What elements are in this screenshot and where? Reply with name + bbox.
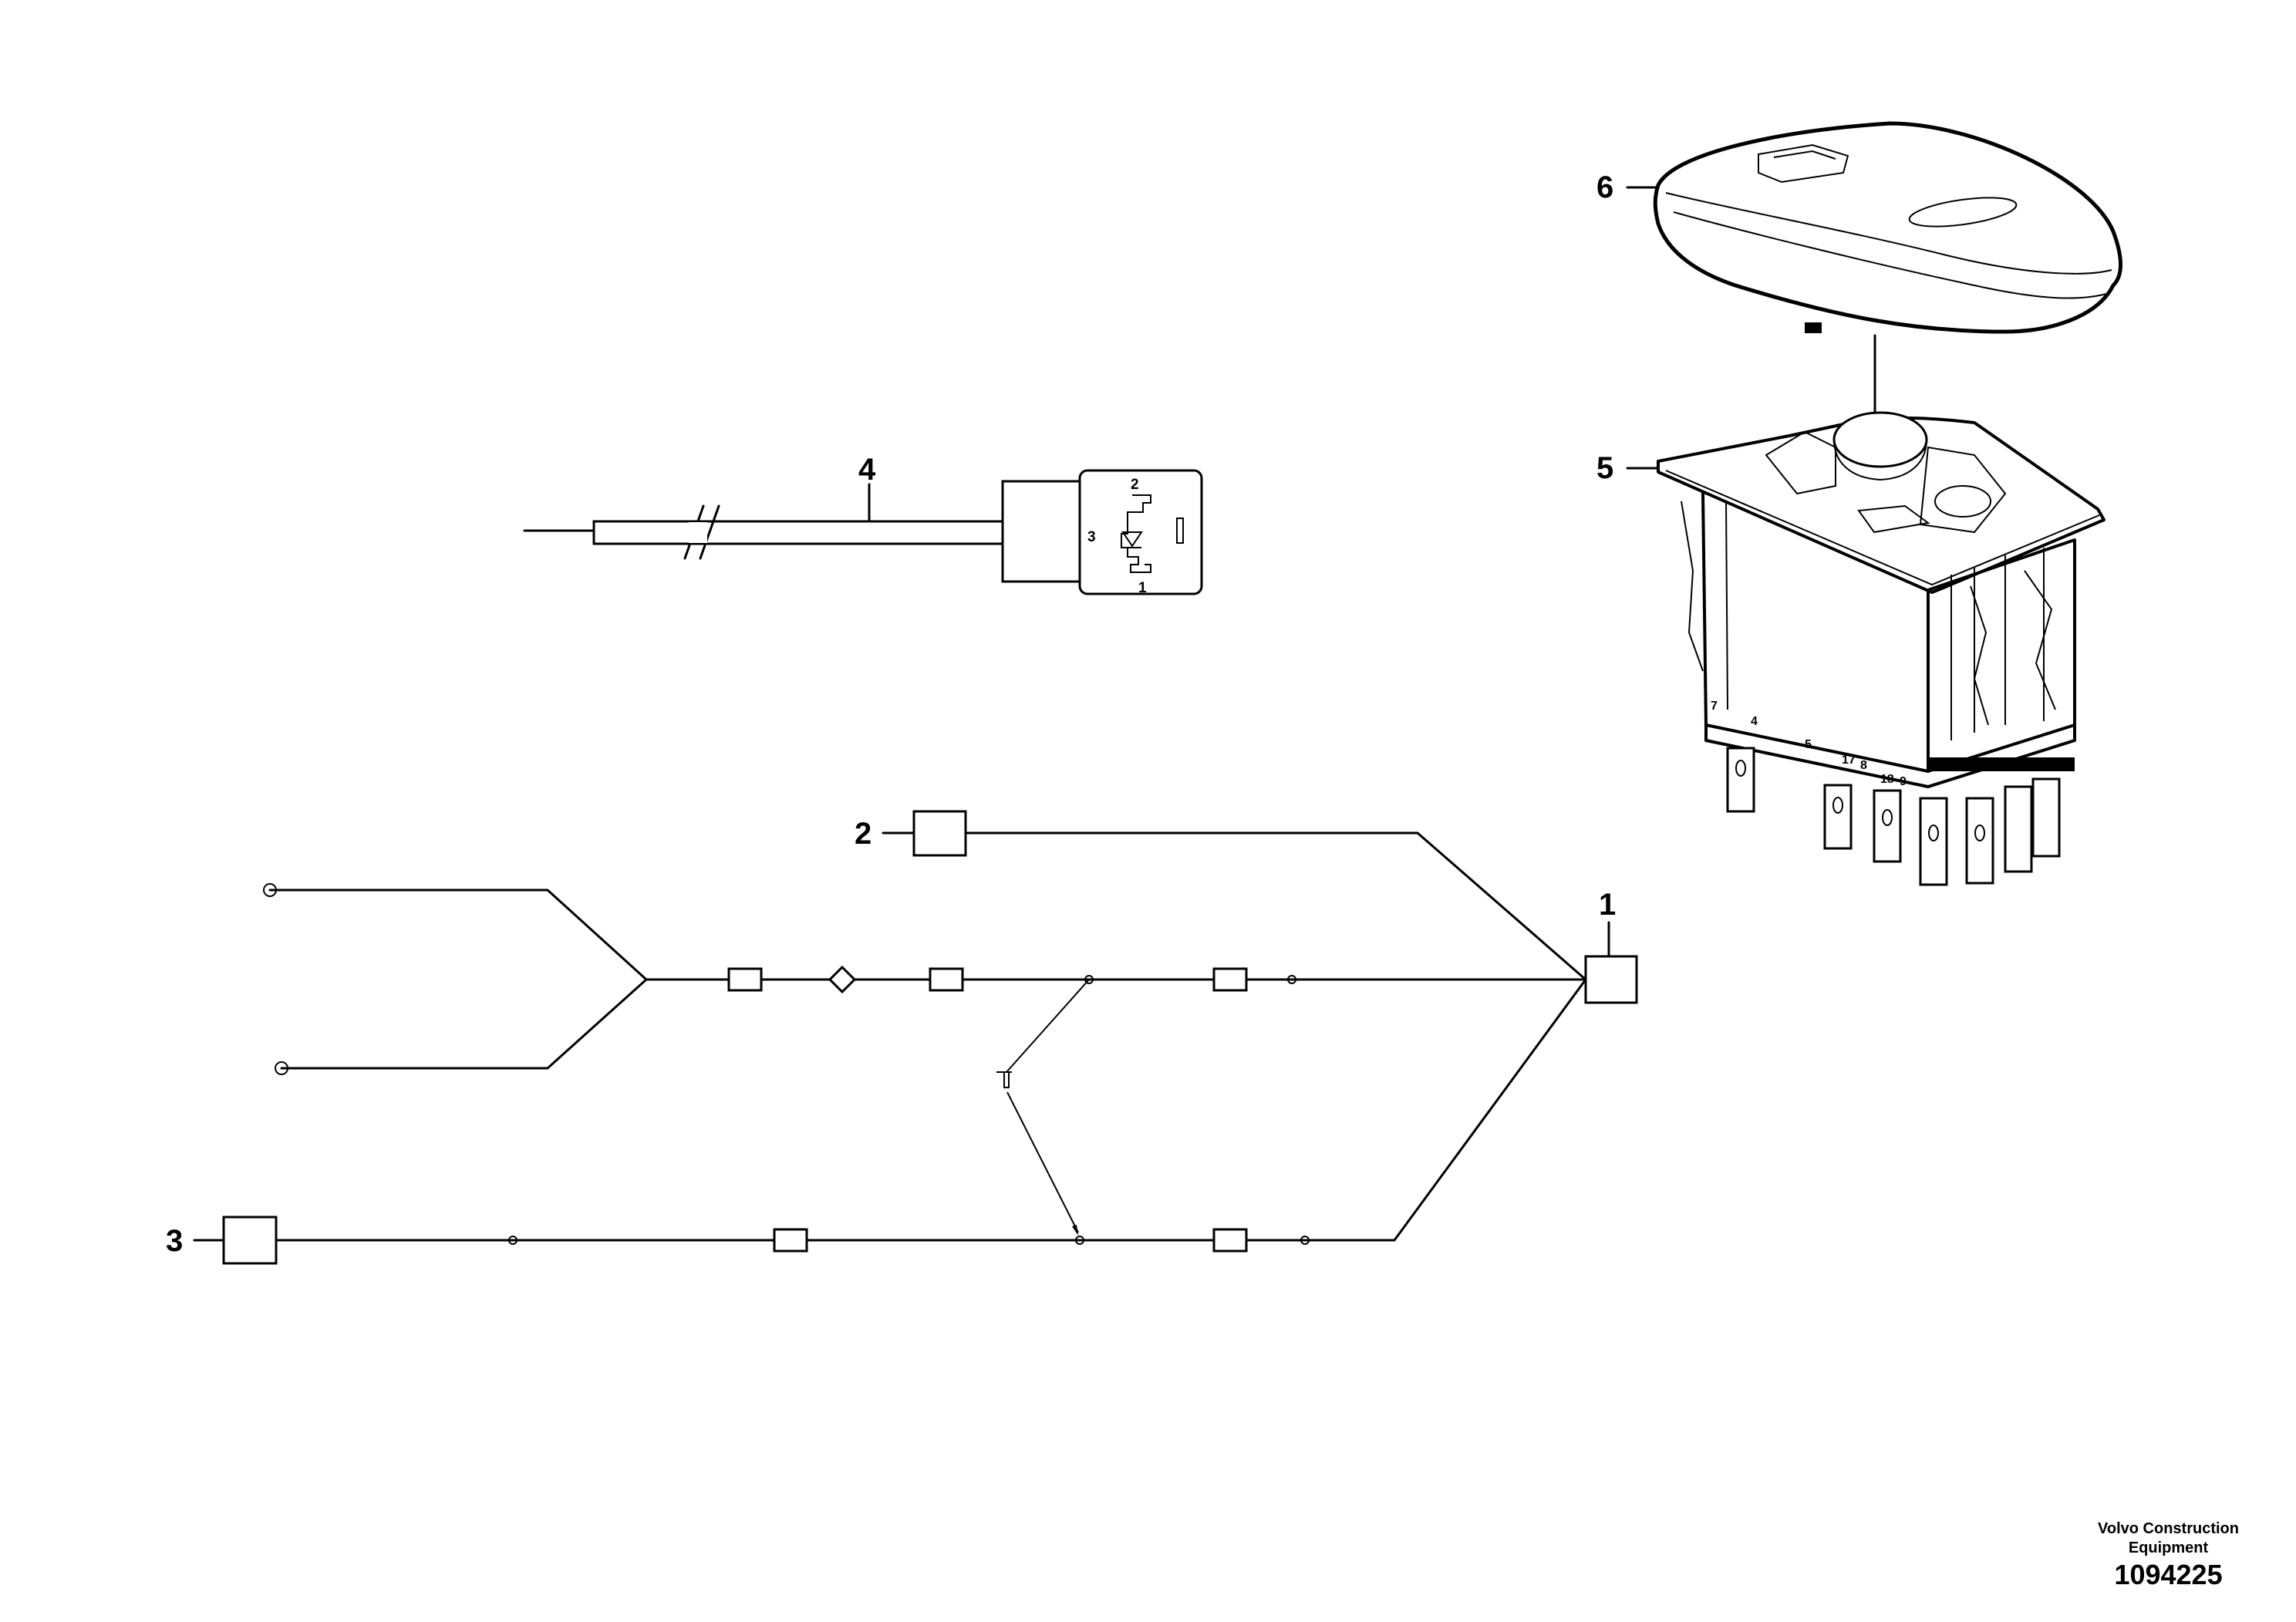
wiring-harness: [222, 810, 1638, 1265]
rocker-switch-item-5: 7 4 5 17 8 18 9: [1657, 411, 2106, 886]
connector-pin-1-label: 1: [1138, 580, 1147, 596]
connector-pin-2-label: 2: [1131, 477, 1139, 493]
brand-line-2: Equipment: [2128, 1539, 2209, 1556]
callout-2: 2: [855, 817, 872, 851]
connector-item-1: [1584, 955, 1638, 1004]
rocker-cap-item-6: [1653, 121, 2122, 334]
connector-item-3: [222, 1216, 278, 1265]
cable-connector-item-4: 2 3 1: [523, 469, 1203, 596]
connector-pin-3-label: 3: [1087, 529, 1096, 545]
title-block: Volvo Construction Equipment 1094225: [2098, 1519, 2239, 1592]
terminal-9-label: 9: [1900, 775, 1907, 788]
callout-6: 6: [1596, 170, 1613, 204]
drawing-number: 1094225: [2114, 1559, 2223, 1590]
terminal-8-label: 8: [1860, 759, 1867, 772]
callout-3: 3: [166, 1224, 183, 1258]
terminal-4-label: 4: [1751, 715, 1758, 728]
terminal-18-label: 18: [1880, 773, 1894, 786]
terminal-5-label: 5: [1805, 738, 1812, 751]
wire-end-terminal-upper: [263, 883, 277, 897]
terminal-7-label: 7: [1711, 700, 1718, 713]
wire-end-terminal-lower: [275, 1061, 288, 1075]
terminal-17-label: 17: [1842, 754, 1856, 767]
brand-line-1: Volvo Construction: [2098, 1520, 2239, 1537]
connector-item-2: [912, 810, 967, 857]
callout-5: 5: [1596, 451, 1613, 485]
callout-4: 4: [858, 453, 876, 487]
callout-1: 1: [1599, 888, 1616, 922]
